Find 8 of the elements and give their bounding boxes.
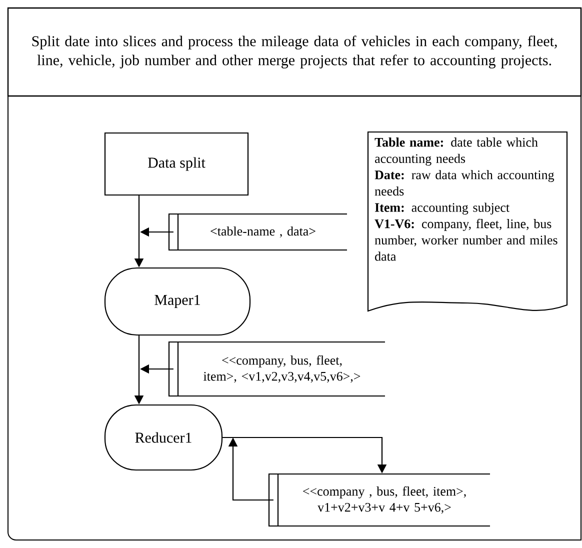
process-terminal: Maper1: [104, 267, 251, 336]
process-terminal: Reducer1: [104, 404, 223, 471]
note-document: Table name: date table which accounting needs Date: raw data which accounting needs Item: accounting subject V1-V6: company, fleet, line, bus number, worker number and miles data: [367, 131, 568, 312]
description-box: Split date into slices and process the mileage data of vehicles in each company, fleet, line, vehicle, job number and other merge projects that refer to accounting projects.: [7, 7, 582, 97]
data-store: <table-name , data>: [168, 213, 347, 251]
data-store: <<company, bus, fleet, item>, <v1,v2,v3,v4,v5,v6>,>: [168, 341, 385, 397]
process-box: Data split: [104, 132, 249, 196]
data-store: <<company , bus, fleet, item>, v1+v2+v3+v 4+v 5+v6,>: [268, 473, 490, 527]
